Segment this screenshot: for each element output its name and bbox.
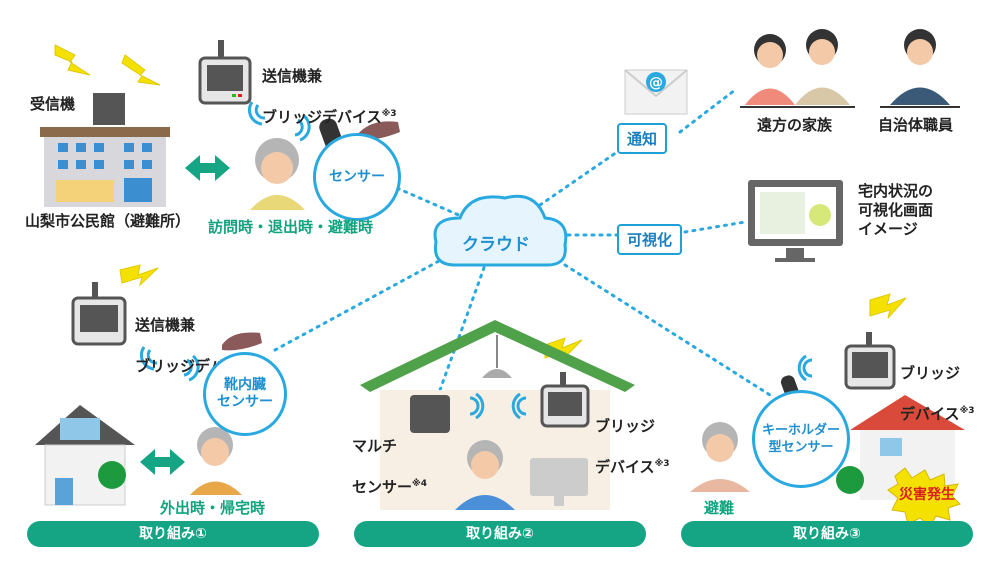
sensor-bubble-top: センサー bbox=[313, 133, 401, 221]
elderly-man-left bbox=[190, 427, 242, 495]
initiative-pill-2: 取り組み② bbox=[354, 521, 646, 547]
evacuation-label: 避難 bbox=[704, 499, 735, 517]
bridge-top-note: ※3 bbox=[381, 109, 397, 119]
cloud-shape bbox=[433, 194, 568, 267]
bridge-top-line2: ブリッジデバイス bbox=[262, 108, 382, 126]
elderly-woman-right bbox=[690, 422, 750, 492]
bridge-right-label: ブリッジ デバイス※3 bbox=[900, 345, 975, 443]
reception-label: 受信機 bbox=[30, 95, 76, 113]
email-icon: @ bbox=[624, 69, 688, 115]
visit-time-label: 訪問時・退出時・避難時 bbox=[208, 218, 374, 236]
double-arrow-icon-top bbox=[185, 155, 230, 181]
bolt-icons bbox=[54, 44, 907, 361]
bridge-right-note: ※3 bbox=[959, 406, 975, 416]
disaster-label: 災害発生 bbox=[899, 487, 955, 503]
initiative-pill-3: 取り組み③ bbox=[681, 521, 973, 547]
screen-image-label: 宅内状況の 可視化画面 イメージ bbox=[858, 182, 934, 238]
bridge-center-line2: デバイス bbox=[595, 458, 655, 476]
notify-tag: 通知 bbox=[617, 123, 668, 154]
community-hall-building bbox=[40, 127, 170, 207]
family-people bbox=[740, 29, 855, 108]
multi-sensor-device bbox=[410, 395, 450, 433]
bridge-device-right bbox=[844, 332, 896, 390]
multi-sensor-label: マルチ センサー※4 bbox=[352, 418, 427, 516]
house-left bbox=[35, 405, 135, 506]
bridge-right-line1: ブリッジ bbox=[900, 364, 961, 382]
bridge-center-line1: ブリッジ bbox=[595, 417, 656, 435]
connection-lines bbox=[273, 88, 772, 397]
double-arrow-icon-bottom bbox=[140, 449, 185, 475]
bridge-device-left bbox=[71, 282, 127, 346]
bridge-center-label: ブリッジ デバイス※3 bbox=[595, 398, 670, 496]
bridge-center-note: ※3 bbox=[654, 459, 670, 469]
visualize-tag: 可視化 bbox=[617, 224, 683, 255]
initiative-pill-1: 取り組み① bbox=[27, 521, 319, 547]
elderly-man-center bbox=[455, 440, 515, 510]
staff-label: 自治体職員 bbox=[878, 116, 954, 134]
tv-icon bbox=[530, 458, 588, 506]
keychain-sensor-bubble: キーホルダー 型センサー bbox=[752, 390, 850, 488]
community-hall-label: 山梨市公民館（避難所） bbox=[25, 212, 191, 230]
elderly-woman-top bbox=[250, 138, 305, 210]
go-out-time-label: 外出時・帰宅時 bbox=[160, 499, 266, 517]
bridge-device-top bbox=[198, 40, 252, 105]
multi-sensor-line1: マルチ bbox=[352, 437, 398, 455]
staff-person bbox=[880, 29, 960, 108]
shoe-icon-left bbox=[222, 332, 262, 351]
monitor-icon bbox=[748, 180, 843, 262]
bridge-top-label: 送信機兼 ブリッジデバイス※3 bbox=[262, 48, 397, 146]
bridge-right-line2: デバイス bbox=[900, 405, 960, 423]
bridge-left-line1: 送信機兼 bbox=[135, 316, 196, 334]
multi-sensor-line2: センサー bbox=[352, 478, 413, 496]
svg-text:@: @ bbox=[649, 75, 663, 91]
receiver-box bbox=[93, 93, 125, 125]
cloud-label: クラウド bbox=[462, 235, 530, 255]
family-label: 遠方の家族 bbox=[757, 116, 833, 134]
wifi-icons bbox=[139, 101, 813, 420]
bridge-top-line1: 送信機兼 bbox=[262, 67, 323, 85]
shoe-sensor-bubble: 靴内臓 センサー bbox=[203, 352, 287, 436]
disaster-burst bbox=[887, 467, 961, 527]
bridge-device-center bbox=[540, 372, 590, 428]
multi-sensor-note: ※4 bbox=[412, 479, 428, 489]
